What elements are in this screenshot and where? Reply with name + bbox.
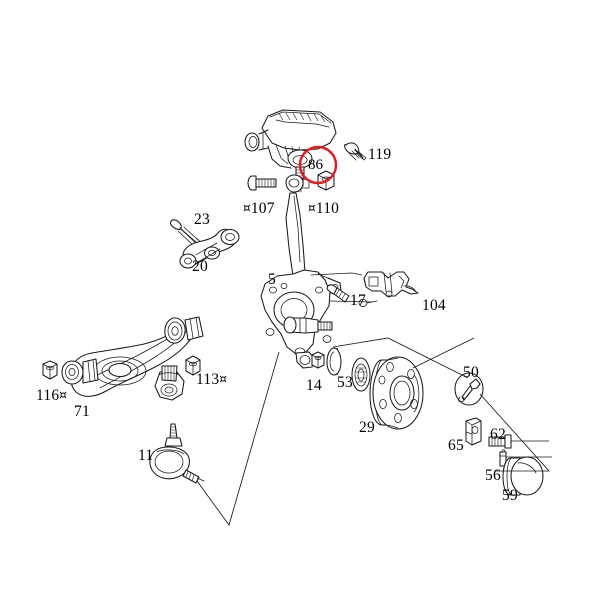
callout-56-number: 56 — [485, 467, 501, 484]
callout-113-number: 113 — [196, 371, 220, 388]
callout-104: 104 — [422, 298, 446, 314]
callout-110-number: 110 — [315, 200, 340, 217]
callout-50-number: 50 — [463, 364, 479, 381]
callout-59-number: 59 — [502, 487, 518, 504]
callout-113: 113¤ — [196, 372, 227, 388]
callout-62: 62 — [490, 427, 506, 443]
highlight-circle-86 — [298, 145, 338, 185]
callout-86-number: 86 — [308, 157, 323, 173]
callout-17-number: 17 — [350, 292, 366, 309]
callout-5-number: 5 — [268, 271, 276, 288]
callout-62-number: 62 — [490, 426, 506, 443]
nut-113 — [185, 355, 201, 376]
steering-arm-20 — [170, 219, 240, 269]
callout-86: 86 — [308, 158, 323, 173]
callout-113-symbol: ¤ — [219, 372, 228, 386]
nut-116 — [42, 360, 58, 380]
lower-control-arm-71 — [61, 316, 204, 401]
tie-rod-end-11 — [149, 423, 205, 484]
callout-65: 65 — [448, 438, 464, 454]
callout-110-symbol: ¤ — [308, 201, 316, 215]
callout-116-symbol: ¤ — [59, 388, 68, 402]
callout-50: 50 — [463, 365, 479, 381]
screw-62 — [488, 434, 512, 449]
callout-11: 11 — [138, 448, 153, 464]
wheel-hub-29 — [369, 356, 424, 430]
callout-71-number: 71 — [74, 403, 90, 420]
callout-116: 116¤ — [36, 388, 67, 404]
nut-14 — [311, 351, 325, 369]
callout-71: 71 — [74, 404, 90, 420]
callout-107-number: 107 — [250, 200, 275, 217]
callout-29-number: 29 — [359, 419, 375, 436]
callout-20: 20 — [192, 259, 208, 275]
callout-119-number: 119 — [368, 146, 392, 163]
steering-knuckle-5 — [260, 174, 342, 369]
callout-65-number: 65 — [448, 437, 464, 454]
leader-lines — [196, 272, 552, 526]
dust-shield-bracket-104 — [358, 271, 419, 307]
bolt-119 — [344, 142, 367, 161]
callout-119: 119 — [368, 147, 391, 163]
seal-ring-53 — [326, 347, 342, 376]
callout-56: 56 — [485, 468, 501, 484]
callout-17: 17 — [350, 293, 366, 309]
callout-29: 29 — [359, 420, 375, 436]
callout-59: 59 — [502, 488, 518, 504]
callout-5: 5 — [268, 272, 276, 288]
callout-53-number: 53 — [337, 374, 353, 391]
bolt-107 — [247, 175, 277, 191]
callout-116-number: 116 — [36, 387, 60, 404]
bolt-17 — [326, 284, 350, 303]
callout-53: 53 — [337, 375, 353, 391]
callout-14-number: 14 — [306, 377, 322, 394]
special-tool-50 — [454, 372, 484, 406]
wheel-bearing — [351, 357, 371, 392]
callout-23: 23 — [194, 212, 210, 228]
callout-20-number: 20 — [192, 258, 208, 275]
clamp-65 — [465, 417, 482, 446]
callout-14: 14 — [306, 378, 322, 394]
callout-104-number: 104 — [422, 297, 446, 314]
callout-107: ¤107 — [243, 201, 275, 217]
callout-107-symbol: ¤ — [243, 201, 251, 215]
callout-11-number: 11 — [138, 447, 154, 464]
callout-110: ¤110 — [308, 201, 339, 217]
callout-23-number: 23 — [194, 211, 210, 228]
hub-cap-59 — [502, 456, 544, 496]
